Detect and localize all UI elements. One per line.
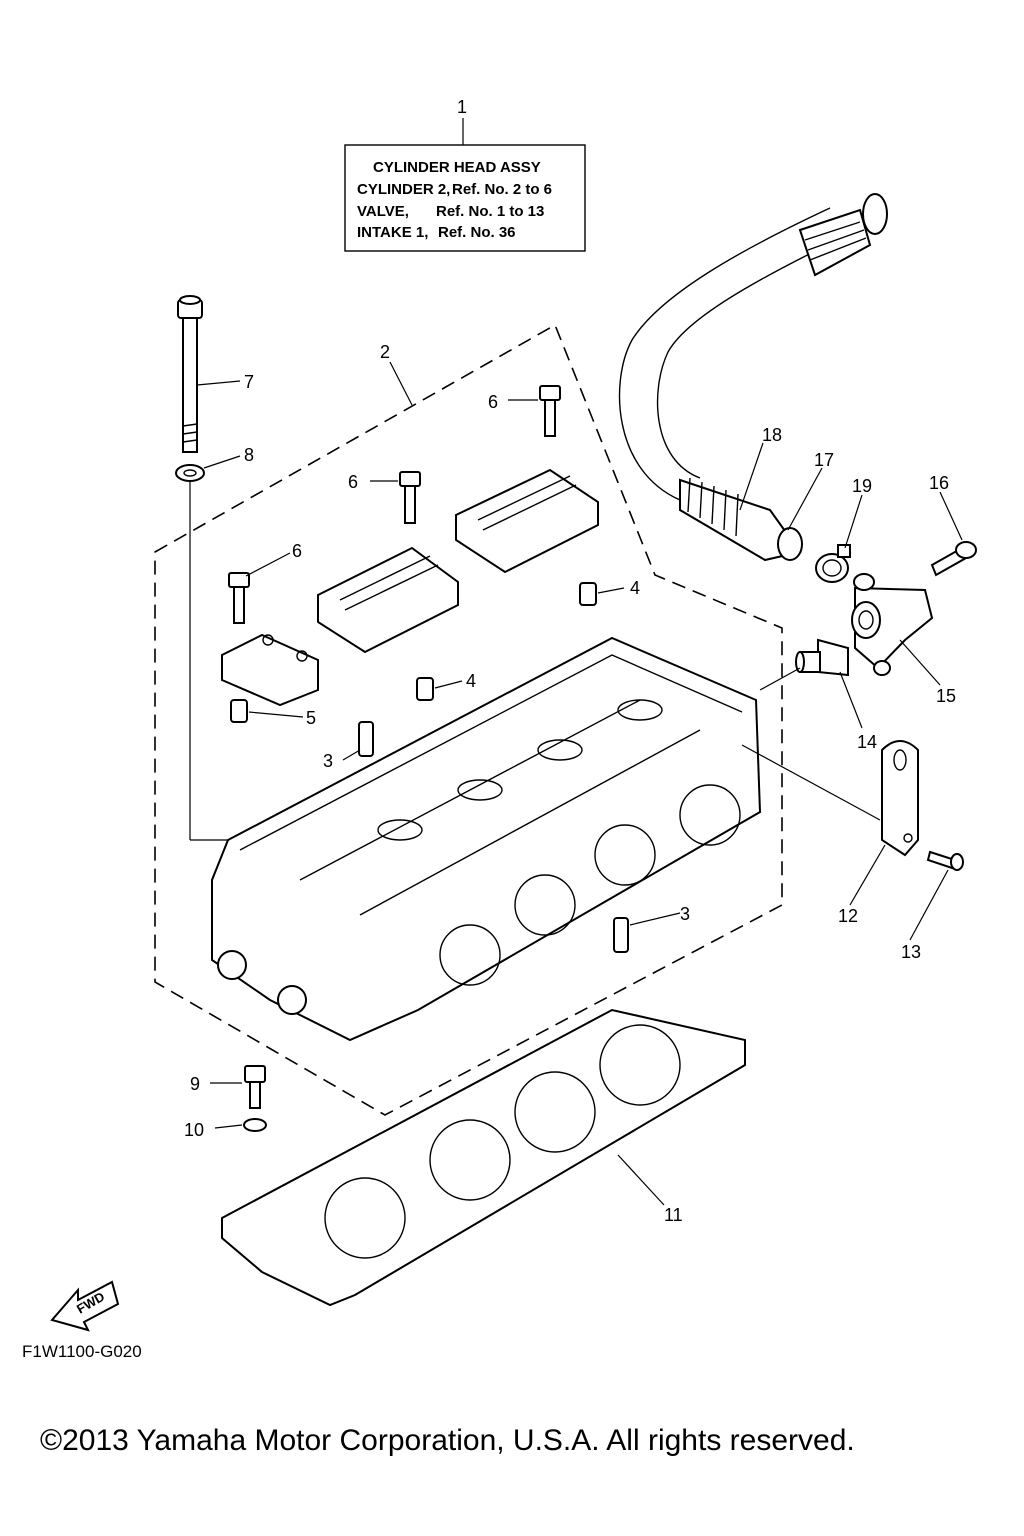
callout-6-middle: 6: [348, 472, 358, 492]
callout-11: 11: [664, 1205, 683, 1225]
small-bolt: [244, 1065, 266, 1109]
cap-bolt-left: [228, 572, 250, 624]
camshaft-cap-middle: [317, 546, 459, 654]
callout-12: 12: [838, 906, 858, 926]
callout-2: 2: [380, 342, 390, 362]
cap-bolt-right: [539, 385, 561, 437]
callout-4-middle: 4: [466, 671, 476, 691]
callout-14: 14: [857, 732, 877, 752]
callout-4-right: 4: [630, 578, 640, 598]
dowel-pin-middle: [416, 677, 434, 701]
callout-19: 19: [852, 476, 872, 496]
head-bolt-washer: [175, 464, 205, 482]
callout-9: 9: [190, 1074, 200, 1094]
figure-code: F1W1100-G020: [22, 1342, 142, 1361]
legend-row-cylinder-ref: Ref. No. 2 to 6: [452, 181, 552, 198]
callout-6-right: 6: [488, 392, 498, 412]
legend-title: CYLINDER HEAD ASSY: [373, 159, 541, 176]
joint-bolt: [930, 541, 977, 577]
callout-13: 13: [901, 942, 921, 962]
copyright-notice: ©2013 Yamaha Motor Corporation, U.S.A. A…: [40, 1424, 855, 1457]
callout-8: 8: [244, 445, 254, 465]
legend-row-cylinder: CYLINDER 2,: [357, 181, 450, 198]
legend-row-valve: VALVE,: [357, 203, 409, 220]
head-gasket: [221, 1008, 746, 1307]
callout-1: 1: [457, 97, 467, 117]
callout-18: 18: [762, 425, 782, 445]
callout-3-lower: 3: [680, 904, 690, 924]
hose-clamp: [815, 544, 851, 583]
temperature-sensor: [795, 638, 849, 677]
legend-row-intake-ref: Ref. No. 36: [438, 224, 516, 241]
camshaft-cap-left: [221, 633, 319, 707]
legend-row-valve-ref: Ref. No. 1 to 13: [436, 203, 544, 220]
cylinder-assembly-dashed-outline: [154, 323, 783, 1116]
water-hose: [618, 193, 888, 501]
cap-bolt-middle: [399, 471, 421, 524]
callout-6-left: 6: [292, 541, 302, 561]
head-bolt: [177, 295, 203, 453]
small-washer: [243, 1118, 267, 1132]
callout-17: 17: [814, 450, 834, 470]
camshaft-cap-right: [455, 468, 599, 574]
callout-5: 5: [306, 708, 316, 728]
leader-lines: [189, 361, 963, 1206]
callout-7: 7: [244, 372, 254, 392]
valve-guide-upper: [358, 721, 374, 757]
cylinder-head-assy-legend: CYLINDER HEAD ASSY CYLINDER 2, Ref. No. …: [344, 118, 586, 252]
bracket: [881, 740, 919, 857]
forward-direction-arrow: FWD: [50, 1280, 120, 1332]
callout-16: 16: [929, 473, 949, 493]
dowel-pin-left: [230, 699, 248, 723]
callout-3-upper: 3: [323, 751, 333, 771]
valve-guide-lower: [613, 917, 629, 953]
water-joint: [851, 573, 934, 676]
callout-15: 15: [936, 686, 956, 706]
callout-10: 10: [184, 1120, 204, 1140]
legend-row-intake: INTAKE 1,: [357, 224, 428, 241]
hose-sleeve: [679, 477, 803, 562]
bracket-screw: [926, 850, 964, 871]
cylinder-head: [211, 636, 762, 1042]
dowel-pin-right: [579, 582, 597, 606]
